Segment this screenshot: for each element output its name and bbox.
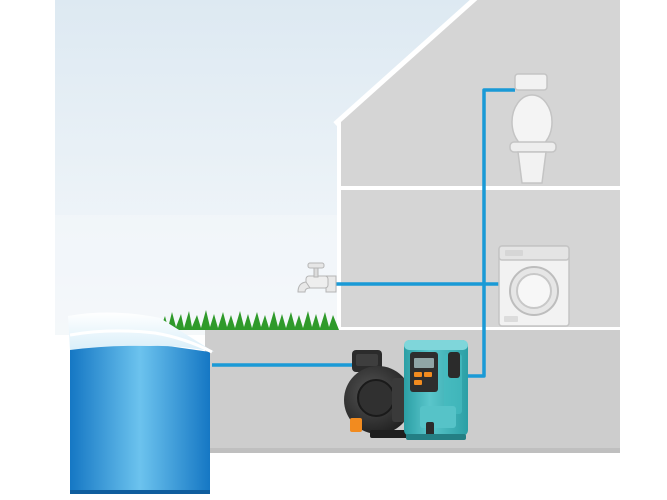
- pipe-pump-riser: [462, 88, 515, 378]
- grass-icon: [160, 310, 339, 330]
- water-pipes: [212, 88, 515, 378]
- washing-machine-icon: [498, 245, 570, 327]
- tap-icon: [297, 262, 337, 293]
- pump-icon: [344, 340, 468, 440]
- water-tank-icon: [68, 312, 214, 494]
- toilet-icon: [509, 73, 557, 184]
